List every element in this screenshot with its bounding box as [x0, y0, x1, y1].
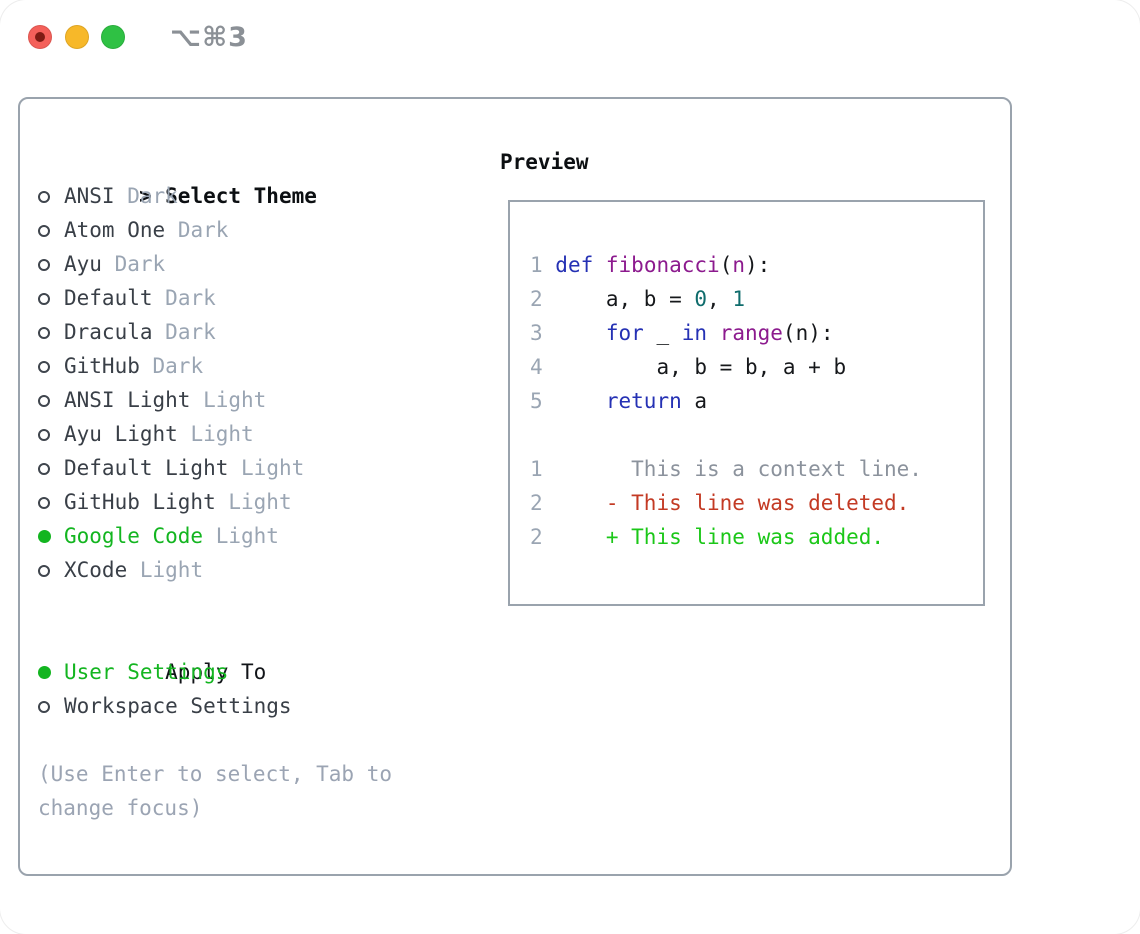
radio-icon	[38, 327, 50, 339]
theme-variant-label: Dark	[127, 184, 178, 208]
preview-code-line: 2 + This line was added.	[530, 525, 885, 549]
preview-code-line: 4 a, b = b, a + b	[530, 355, 847, 379]
theme-variant-label: Dark	[165, 320, 216, 344]
theme-variant-label: Light	[228, 490, 292, 514]
radio-marker	[38, 349, 64, 383]
apply-to-header: Apply To	[38, 621, 392, 684]
radio-marker	[38, 281, 64, 315]
radio-marker	[38, 383, 64, 417]
apply-option-user-settings[interactable]: User Settings	[38, 655, 392, 689]
theme-option-xcode-light[interactable]: XCode Light	[38, 553, 392, 587]
spacer-row	[38, 723, 392, 757]
theme-option-google-code-light[interactable]: Google Code Light	[38, 519, 392, 553]
option-label: Default Light	[64, 456, 229, 480]
minimize-button[interactable]	[65, 25, 89, 49]
option-label: GitHub Light	[64, 490, 216, 514]
radio-marker	[38, 689, 64, 723]
option-label: Default	[64, 286, 153, 310]
radio-marker	[38, 451, 64, 485]
radio-marker	[38, 655, 64, 689]
option-label: Ayu Light	[64, 422, 178, 446]
focus-pointer-icon: >	[139, 184, 152, 208]
radio-marker	[38, 179, 64, 213]
radio-icon	[38, 293, 50, 305]
spacer-row	[38, 587, 392, 621]
radio-selected-icon	[38, 530, 51, 543]
theme-variant-label: Light	[203, 388, 267, 412]
apply-to-title: Apply To	[165, 660, 267, 684]
theme-variant-label: Dark	[177, 218, 229, 242]
radio-icon	[38, 395, 50, 407]
radio-icon	[38, 429, 50, 441]
radio-icon	[38, 259, 50, 271]
theme-variant-label: Light	[215, 524, 279, 548]
theme-variant-label: Dark	[114, 252, 166, 276]
option-label: XCode	[64, 558, 128, 582]
theme-picker-header: > Select Theme	[38, 145, 392, 208]
theme-variant-label: Dark	[152, 354, 204, 378]
radio-icon	[38, 701, 50, 713]
radio-icon	[38, 463, 50, 475]
preview-code-line: 5 return a	[530, 389, 708, 413]
preview-box: 1 def fibonacci(n): 2 a, b = 0, 1 3 for _ …	[508, 200, 985, 606]
titlebar: ⌥⌘3	[0, 0, 1140, 74]
theme-option-ansi-light-light[interactable]: ANSI Light Light	[38, 383, 392, 417]
theme-variant-label: Dark	[165, 286, 216, 310]
zoom-button[interactable]	[101, 25, 125, 49]
preview-title: Preview	[500, 150, 589, 174]
radio-icon	[38, 565, 50, 577]
preview-code-line: 2 - This line was deleted.	[530, 491, 910, 515]
radio-marker	[38, 213, 64, 247]
preview-code-line: 1 def fibonacci(n):	[530, 253, 771, 277]
option-label: Atom One	[64, 218, 166, 242]
apply-option-workspace-settings[interactable]: Workspace Settings	[38, 689, 392, 723]
option-label: Ayu	[64, 252, 102, 276]
theme-variant-label: Light	[190, 422, 254, 446]
radio-marker	[38, 315, 64, 349]
radio-icon	[38, 497, 50, 509]
radio-marker	[38, 247, 64, 281]
theme-variant-label: Light	[139, 558, 204, 582]
theme-option-ayu-dark[interactable]: Ayu Dark	[38, 247, 392, 281]
theme-option-github-light-light[interactable]: GitHub Light Light	[38, 485, 392, 519]
option-label: User Settings	[64, 660, 229, 684]
radio-icon	[38, 225, 50, 237]
preview-code-line	[530, 418, 922, 452]
radio-icon	[38, 361, 50, 373]
theme-picker-title: Select Theme	[165, 184, 317, 208]
close-button[interactable]	[28, 25, 52, 49]
preview-code-line: 2 a, b = 0, 1	[530, 287, 745, 311]
radio-marker	[38, 417, 64, 451]
help-text-line-1: (Use Enter to select, Tab to	[38, 762, 393, 786]
preview-code-line: 3 for _ in range(n):	[530, 321, 834, 345]
radio-selected-icon	[38, 666, 51, 679]
radio-marker	[38, 553, 64, 587]
help-text-line-2: change focus)	[38, 796, 203, 820]
radio-marker	[38, 485, 64, 519]
theme-option-default-light-light[interactable]: Default Light Light	[38, 451, 392, 485]
option-label: ANSI	[64, 184, 115, 208]
radio-marker	[38, 519, 64, 553]
theme-option-ansi-dark[interactable]: ANSI Dark	[38, 179, 392, 213]
radio-icon	[38, 191, 50, 203]
theme-variant-label: Light	[241, 456, 305, 480]
option-label: ANSI Light	[64, 388, 191, 412]
theme-option-ayu-light-light[interactable]: Ayu Light Light	[38, 417, 392, 451]
theme-option-dracula-dark[interactable]: Dracula Dark	[38, 315, 392, 349]
preview-code-line: 1 This is a context line.	[530, 457, 922, 481]
theme-option-default-dark[interactable]: Default Dark	[38, 281, 392, 315]
option-label: Workspace Settings	[64, 694, 292, 718]
theme-option-atom-one-dark[interactable]: Atom One Dark	[38, 213, 392, 247]
window-shortcut-label: ⌥⌘3	[170, 22, 248, 53]
option-label: Dracula	[64, 320, 153, 344]
option-label: Google Code	[64, 524, 204, 548]
preview-code: 1 def fibonacci(n): 2 a, b = 0, 1 3 for _ …	[530, 248, 922, 554]
theme-option-github-dark[interactable]: GitHub Dark	[38, 349, 392, 383]
option-label: GitHub	[64, 354, 140, 378]
